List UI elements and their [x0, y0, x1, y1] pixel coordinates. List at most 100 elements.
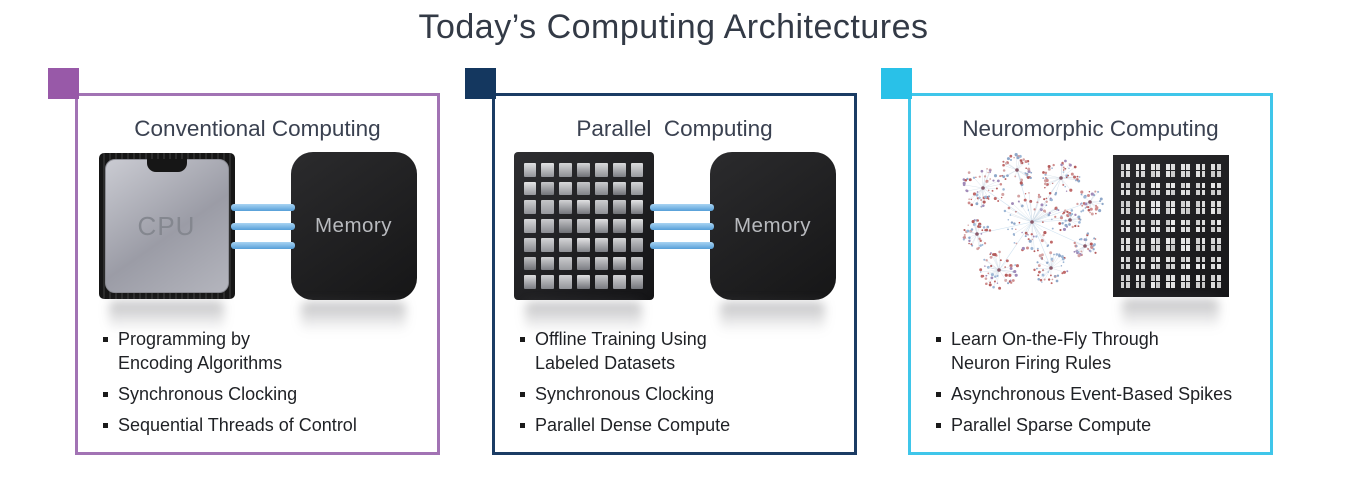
neuro-core-cell	[1135, 182, 1145, 196]
core-cell	[541, 275, 555, 289]
core-cell	[541, 181, 555, 196]
core-cell	[612, 275, 626, 289]
neuro-core-cell	[1135, 219, 1145, 233]
neuro-core-cell	[1150, 182, 1160, 196]
core-cell	[577, 237, 590, 252]
core-cell	[612, 256, 626, 271]
memory-label: Memory	[314, 214, 393, 237]
neuro-core-cell	[1196, 219, 1206, 233]
bullet-item: Parallel Sparse Compute	[936, 414, 1260, 438]
neuro-core-cell	[1165, 164, 1176, 177]
core-cell	[541, 219, 555, 233]
neuro-core-cell	[1150, 201, 1160, 214]
panel-heading: Parallel Computing	[576, 116, 773, 141]
core-cell	[577, 275, 590, 289]
panel-parallel-computing: Parallel Computing Memory Offline Traini…	[465, 68, 857, 455]
core-cell	[630, 181, 644, 196]
bus-lines-icon	[230, 203, 295, 249]
parallel-figure: Memory	[495, 148, 854, 304]
neuro-core-cell	[1211, 201, 1221, 214]
conventional-figure: CPU Memory	[78, 148, 437, 304]
neuro-core-cell	[1150, 275, 1160, 288]
neuro-core-cell	[1165, 238, 1176, 251]
neuro-core-cell	[1181, 182, 1191, 196]
core-cell	[523, 163, 537, 177]
neuro-core-cell	[1165, 182, 1176, 196]
neuro-core-cell	[1165, 219, 1176, 233]
core-cell	[612, 200, 626, 215]
neuromorphic-bullet-list: Learn On-the-Fly Through Neuron Firing R…	[936, 328, 1260, 445]
neuro-core-cell	[1211, 164, 1221, 177]
core-cell	[523, 181, 537, 196]
core-grid	[523, 163, 644, 289]
core-cell	[594, 200, 608, 215]
neuro-core-cell	[1120, 164, 1130, 177]
core-cell	[541, 163, 555, 177]
neuro-core-cell	[1196, 164, 1206, 177]
bullet-item: Synchronous Clocking	[520, 383, 844, 407]
core-cell	[594, 219, 608, 233]
core-cell	[630, 275, 644, 289]
neuro-core-cell	[1181, 164, 1191, 177]
accent-corner-square	[48, 68, 79, 99]
cpu-package-image: CPU	[98, 153, 235, 299]
core-cell	[612, 219, 626, 233]
neuro-core-cell	[1211, 238, 1221, 251]
core-cell	[559, 181, 573, 196]
core-cell	[541, 256, 555, 271]
neuro-grid	[1120, 164, 1221, 288]
neuro-core-cell	[1120, 256, 1130, 270]
conventional-bullet-list: Programming by Encoding Algorithms Synch…	[103, 328, 427, 445]
panel-neuromorphic-computing: Neuromorphic Computing Learn On-the-Fly …	[881, 68, 1273, 455]
neuro-core-cell	[1181, 201, 1191, 214]
neuro-core-cell	[1181, 275, 1191, 288]
core-cell	[541, 237, 555, 252]
core-cell	[630, 219, 644, 233]
accent-corner-square	[465, 68, 496, 99]
core-cell	[594, 181, 608, 196]
neuro-core-cell	[1150, 219, 1160, 233]
neuro-core-cell	[1150, 256, 1160, 270]
bullet-item: Offline Training Using Labeled Datasets	[520, 328, 844, 376]
core-cell	[559, 256, 573, 271]
page-title: Today’s Computing Architectures	[418, 8, 929, 46]
neuro-core-cell	[1165, 275, 1176, 288]
manycore-die-image	[513, 152, 654, 300]
core-cell	[559, 200, 573, 215]
core-cell	[612, 163, 626, 177]
core-cell	[630, 200, 644, 215]
core-cell	[577, 256, 590, 271]
core-cell	[594, 275, 608, 289]
core-cell	[577, 219, 590, 233]
panel-heading: Neuromorphic Computing	[962, 116, 1219, 141]
neuro-core-cell	[1120, 275, 1130, 288]
neural-network-graph	[953, 150, 1111, 302]
bullet-item: Synchronous Clocking	[103, 383, 427, 407]
core-cell	[559, 275, 573, 289]
neuro-core-cell	[1181, 238, 1191, 251]
neuro-core-cell	[1181, 219, 1191, 233]
core-cell	[594, 237, 608, 252]
neuro-core-cell	[1196, 275, 1206, 288]
neuro-core-cell	[1135, 275, 1145, 288]
bullet-item: Learn On-the-Fly Through Neuron Firing R…	[936, 328, 1260, 376]
cpu-label: CPU	[137, 210, 196, 241]
core-cell	[523, 275, 537, 289]
panel-conventional-computing: Conventional Computing CPU Memory Progra…	[48, 68, 440, 455]
bus-line	[649, 241, 714, 249]
bullet-item: Programming by Encoding Algorithms	[103, 328, 427, 376]
neuro-core-cell	[1211, 256, 1221, 270]
neuro-core-cell	[1150, 238, 1160, 251]
core-cell	[523, 256, 537, 271]
core-cell	[630, 237, 644, 252]
core-cell	[577, 200, 590, 215]
core-cell	[523, 219, 537, 233]
bus-line	[230, 222, 295, 230]
core-cell	[541, 200, 555, 215]
core-cell	[523, 237, 537, 252]
neuro-core-cell	[1196, 201, 1206, 214]
neuro-core-cell	[1196, 182, 1206, 196]
bus-line	[230, 203, 295, 211]
bus-line	[649, 203, 714, 211]
core-cell	[559, 219, 573, 233]
